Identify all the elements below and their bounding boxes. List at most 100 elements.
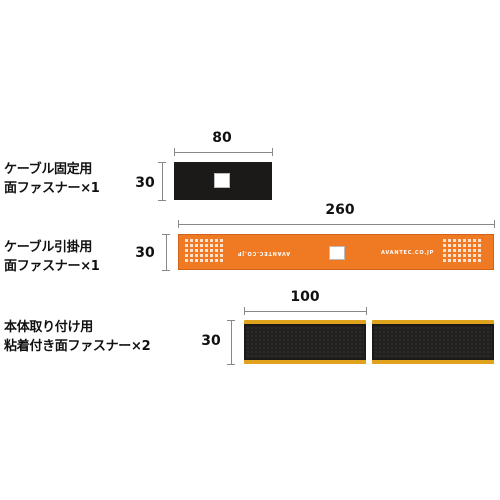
item-3-width-value: 100	[290, 289, 320, 305]
strap-dot	[200, 239, 203, 242]
adhesive-fastener-2	[372, 320, 494, 364]
item-3-label-line1: 本体取り付け用	[4, 320, 93, 335]
strap-dot	[185, 259, 188, 262]
strap-dot	[215, 254, 218, 257]
strap-dot	[215, 239, 218, 242]
item-1-height-tick-top	[158, 162, 166, 163]
strap-dot	[195, 239, 198, 242]
strap-dot	[220, 249, 223, 252]
strap-dot	[453, 254, 456, 257]
strap-dot	[205, 259, 208, 262]
strap-dot	[463, 244, 466, 247]
item-2-height-tick-top	[162, 234, 170, 235]
strap-dot	[210, 244, 213, 247]
strap-dot	[453, 244, 456, 247]
strap-dot	[185, 249, 188, 252]
item-2-height-value: 30	[135, 245, 155, 261]
strap-dot	[190, 239, 193, 242]
item-3-height-line	[231, 320, 232, 364]
strap-dot	[458, 239, 461, 242]
strap-dot	[478, 244, 481, 247]
item-3-width-tick-right	[366, 307, 367, 315]
strap-dot	[215, 244, 218, 247]
item-1-height-line	[162, 162, 163, 200]
strap-dot	[443, 254, 446, 257]
item-3-width-line	[244, 311, 366, 312]
strap-dot	[478, 254, 481, 257]
strap-dot	[463, 259, 466, 262]
strap-dot	[468, 239, 471, 242]
strap-dot	[185, 239, 188, 242]
fastener-slot-hole	[214, 173, 230, 188]
item-2-label-line2: 面ファスナー×1	[4, 259, 100, 274]
strap-dot	[210, 259, 213, 262]
strap-dot	[210, 239, 213, 242]
fastener-texture	[246, 326, 364, 358]
fastener-texture	[374, 326, 492, 358]
strap-dot	[443, 259, 446, 262]
cable-fixing-fastener	[174, 162, 272, 200]
strap-text-right: AVANTEC.CO.JP	[381, 250, 435, 256]
item-3-label: 本体取り付け用 粘着付き面ファスナー×2	[4, 318, 151, 356]
strap-dot	[448, 249, 451, 252]
strap-dot	[473, 239, 476, 242]
strap-dot	[215, 249, 218, 252]
strap-dot	[468, 259, 471, 262]
item-2-width-value: 260	[325, 202, 355, 218]
strap-dot	[185, 244, 188, 247]
strap-dot	[220, 259, 223, 262]
strap-dot	[473, 254, 476, 257]
strap-dot	[448, 259, 451, 262]
strap-dot	[200, 254, 203, 257]
item-2-label-line1: ケーブル引掛用	[4, 240, 93, 255]
strap-dot	[463, 239, 466, 242]
strap-dot	[478, 249, 481, 252]
strap-dot	[473, 259, 476, 262]
item-1-width-line	[174, 152, 272, 153]
strap-dot	[195, 244, 198, 247]
strap-dot	[453, 249, 456, 252]
strap-dot	[205, 244, 208, 247]
strap-dot	[473, 244, 476, 247]
strap-dot	[478, 239, 481, 242]
strap-dot	[458, 259, 461, 262]
item-1-height-tick-bottom	[158, 200, 166, 201]
item-3-height-value: 30	[201, 333, 221, 349]
strap-dot	[448, 244, 451, 247]
strap-dot	[468, 254, 471, 257]
strap-dot	[463, 254, 466, 257]
item-1-height-value: 30	[135, 175, 155, 191]
strap-dot	[220, 239, 223, 242]
strap-dot	[210, 249, 213, 252]
strap-dot	[443, 239, 446, 242]
strap-dot	[468, 249, 471, 252]
strap-dot	[443, 244, 446, 247]
strap-dot	[185, 254, 188, 257]
strap-dot	[453, 259, 456, 262]
strap-dot	[200, 244, 203, 247]
item-2-height-line	[166, 234, 167, 270]
strap-dot	[195, 259, 198, 262]
strap-dot	[453, 239, 456, 242]
strap-dot	[205, 239, 208, 242]
item-2-width-line	[178, 224, 494, 225]
strap-dot	[458, 249, 461, 252]
item-1-width-value: 80	[212, 130, 232, 146]
strap-dot	[205, 249, 208, 252]
item-1-width-tick-left	[174, 148, 175, 156]
strap-dot	[443, 249, 446, 252]
strap-dot	[195, 254, 198, 257]
strap-dot	[200, 249, 203, 252]
strap-dot	[220, 254, 223, 257]
strap-dot	[190, 254, 193, 257]
strap-dot	[458, 244, 461, 247]
strap-center-hole	[329, 246, 345, 260]
strap-dot	[468, 244, 471, 247]
item-3-height-tick-top	[227, 320, 235, 321]
strap-dot	[448, 254, 451, 257]
item-3-height-tick-bottom	[227, 364, 235, 365]
item-2-width-tick-left	[178, 220, 179, 228]
strap-text-left: AVANTEC.CO.JP	[237, 250, 291, 256]
strap-dot	[200, 259, 203, 262]
strap-dot	[473, 249, 476, 252]
